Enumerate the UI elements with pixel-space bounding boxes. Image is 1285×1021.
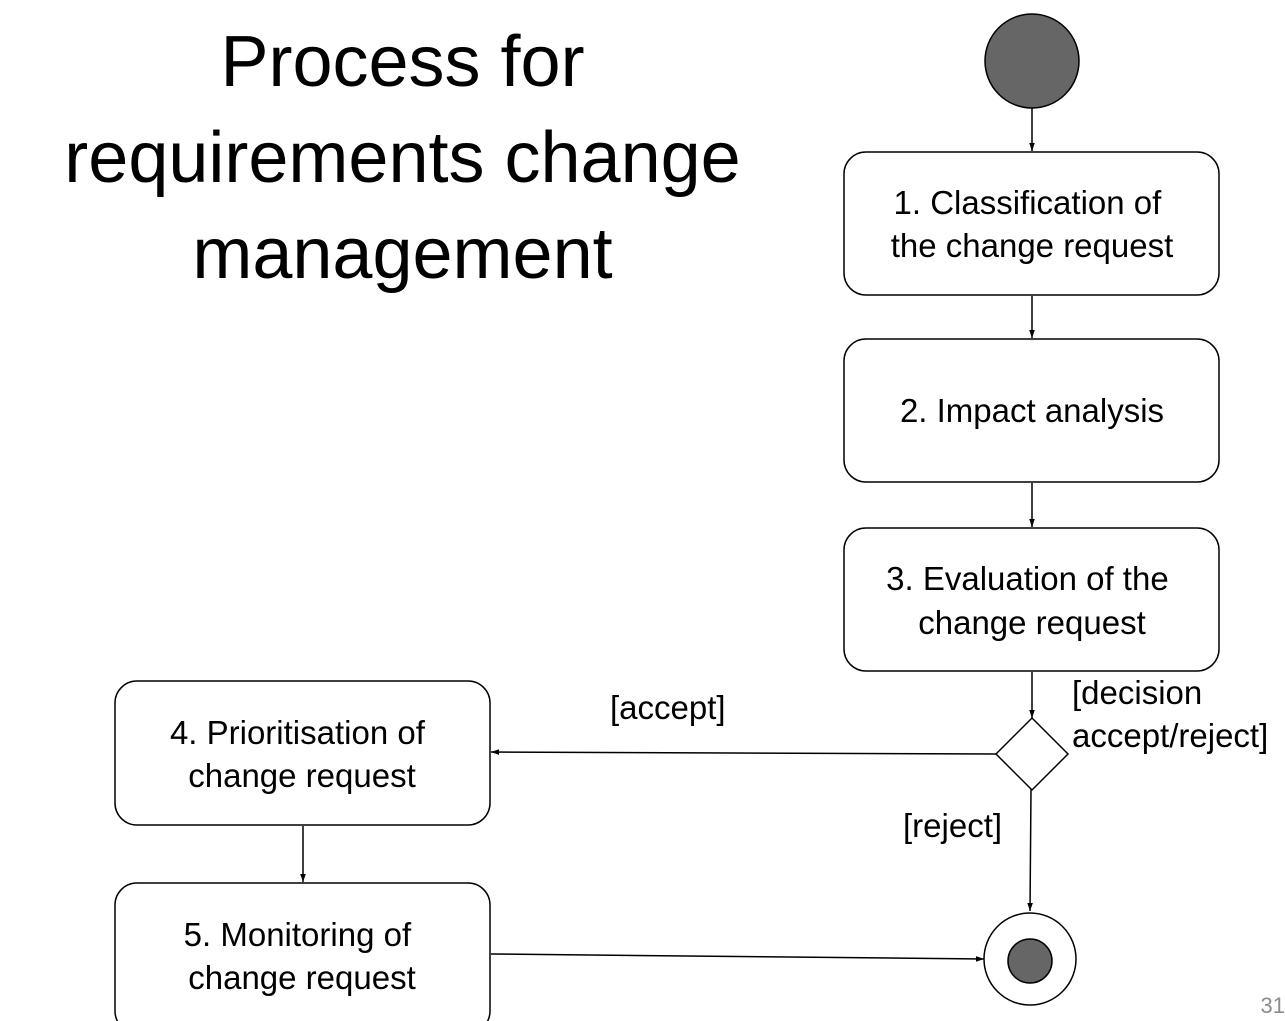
slide-title-line-1: Process for bbox=[220, 22, 585, 102]
step-1-label-line-1: 1. Classification of bbox=[894, 184, 1163, 221]
step-1-label-line-2: the change request bbox=[891, 227, 1174, 264]
step-3-label-line-2: change request bbox=[918, 604, 1146, 641]
step-4-node: 4. Prioritisation of change request bbox=[114, 680, 491, 826]
edge-decision-to-end bbox=[1027, 788, 1033, 912]
edge-decision-to-step4 bbox=[490, 749, 997, 755]
step-3-label-line-1: 3. Evaluation of the bbox=[886, 560, 1169, 597]
slide-title-line-3: management bbox=[192, 214, 613, 294]
end-node-inner-dot bbox=[1007, 938, 1053, 984]
svg-text:4. Prioritisation of cha: 4. Prioritisation of change request bbox=[170, 714, 434, 794]
edge-step5-to-end bbox=[490, 953, 985, 962]
svg-text:1. Classification of the: 1. Classification of the change request bbox=[891, 184, 1174, 264]
step-4-label-line-1: 4. Prioritisation of bbox=[170, 714, 426, 751]
decision-label-line-2: accept/reject] bbox=[1072, 717, 1268, 754]
svg-text:5. Monitoring of change: 5. Monitoring of change request bbox=[184, 916, 421, 996]
slide-title: Process for requirements change manageme… bbox=[0, 14, 805, 302]
decision-label-line-1: [decision bbox=[1072, 674, 1202, 711]
page-number: 31 bbox=[1260, 993, 1285, 1018]
step-3-node: 3. Evaluation of the change request bbox=[843, 527, 1220, 672]
decision-node bbox=[994, 716, 1070, 792]
slide-title-line-2: requirements change bbox=[64, 118, 741, 198]
step-4-label-line-2: change request bbox=[188, 757, 416, 794]
step-1-node: 1. Classification of the change request bbox=[843, 151, 1220, 296]
step-2-node: 2. Impact analysis bbox=[843, 338, 1220, 483]
edge-label-accept: [accept] bbox=[610, 689, 726, 726]
svg-text:3. Evaluation of the cha: 3. Evaluation of the change request bbox=[886, 560, 1178, 641]
step-2-label-line-1: 2. Impact analysis bbox=[900, 392, 1164, 429]
edge-label-reject: [reject] bbox=[903, 807, 1002, 844]
decision-label: [decision accept/reject] bbox=[1072, 674, 1268, 754]
step-5-label-line-1: 5. Monitoring of bbox=[184, 916, 412, 953]
end-node bbox=[983, 912, 1077, 1006]
step-5-label-line-2: change request bbox=[188, 959, 416, 996]
step-5-node: 5. Monitoring of change request bbox=[114, 882, 491, 1021]
edges bbox=[300, 108, 1035, 962]
start-node bbox=[984, 13, 1080, 109]
svg-text:2. Impact analysis: 2. Impact analysis bbox=[900, 392, 1164, 429]
